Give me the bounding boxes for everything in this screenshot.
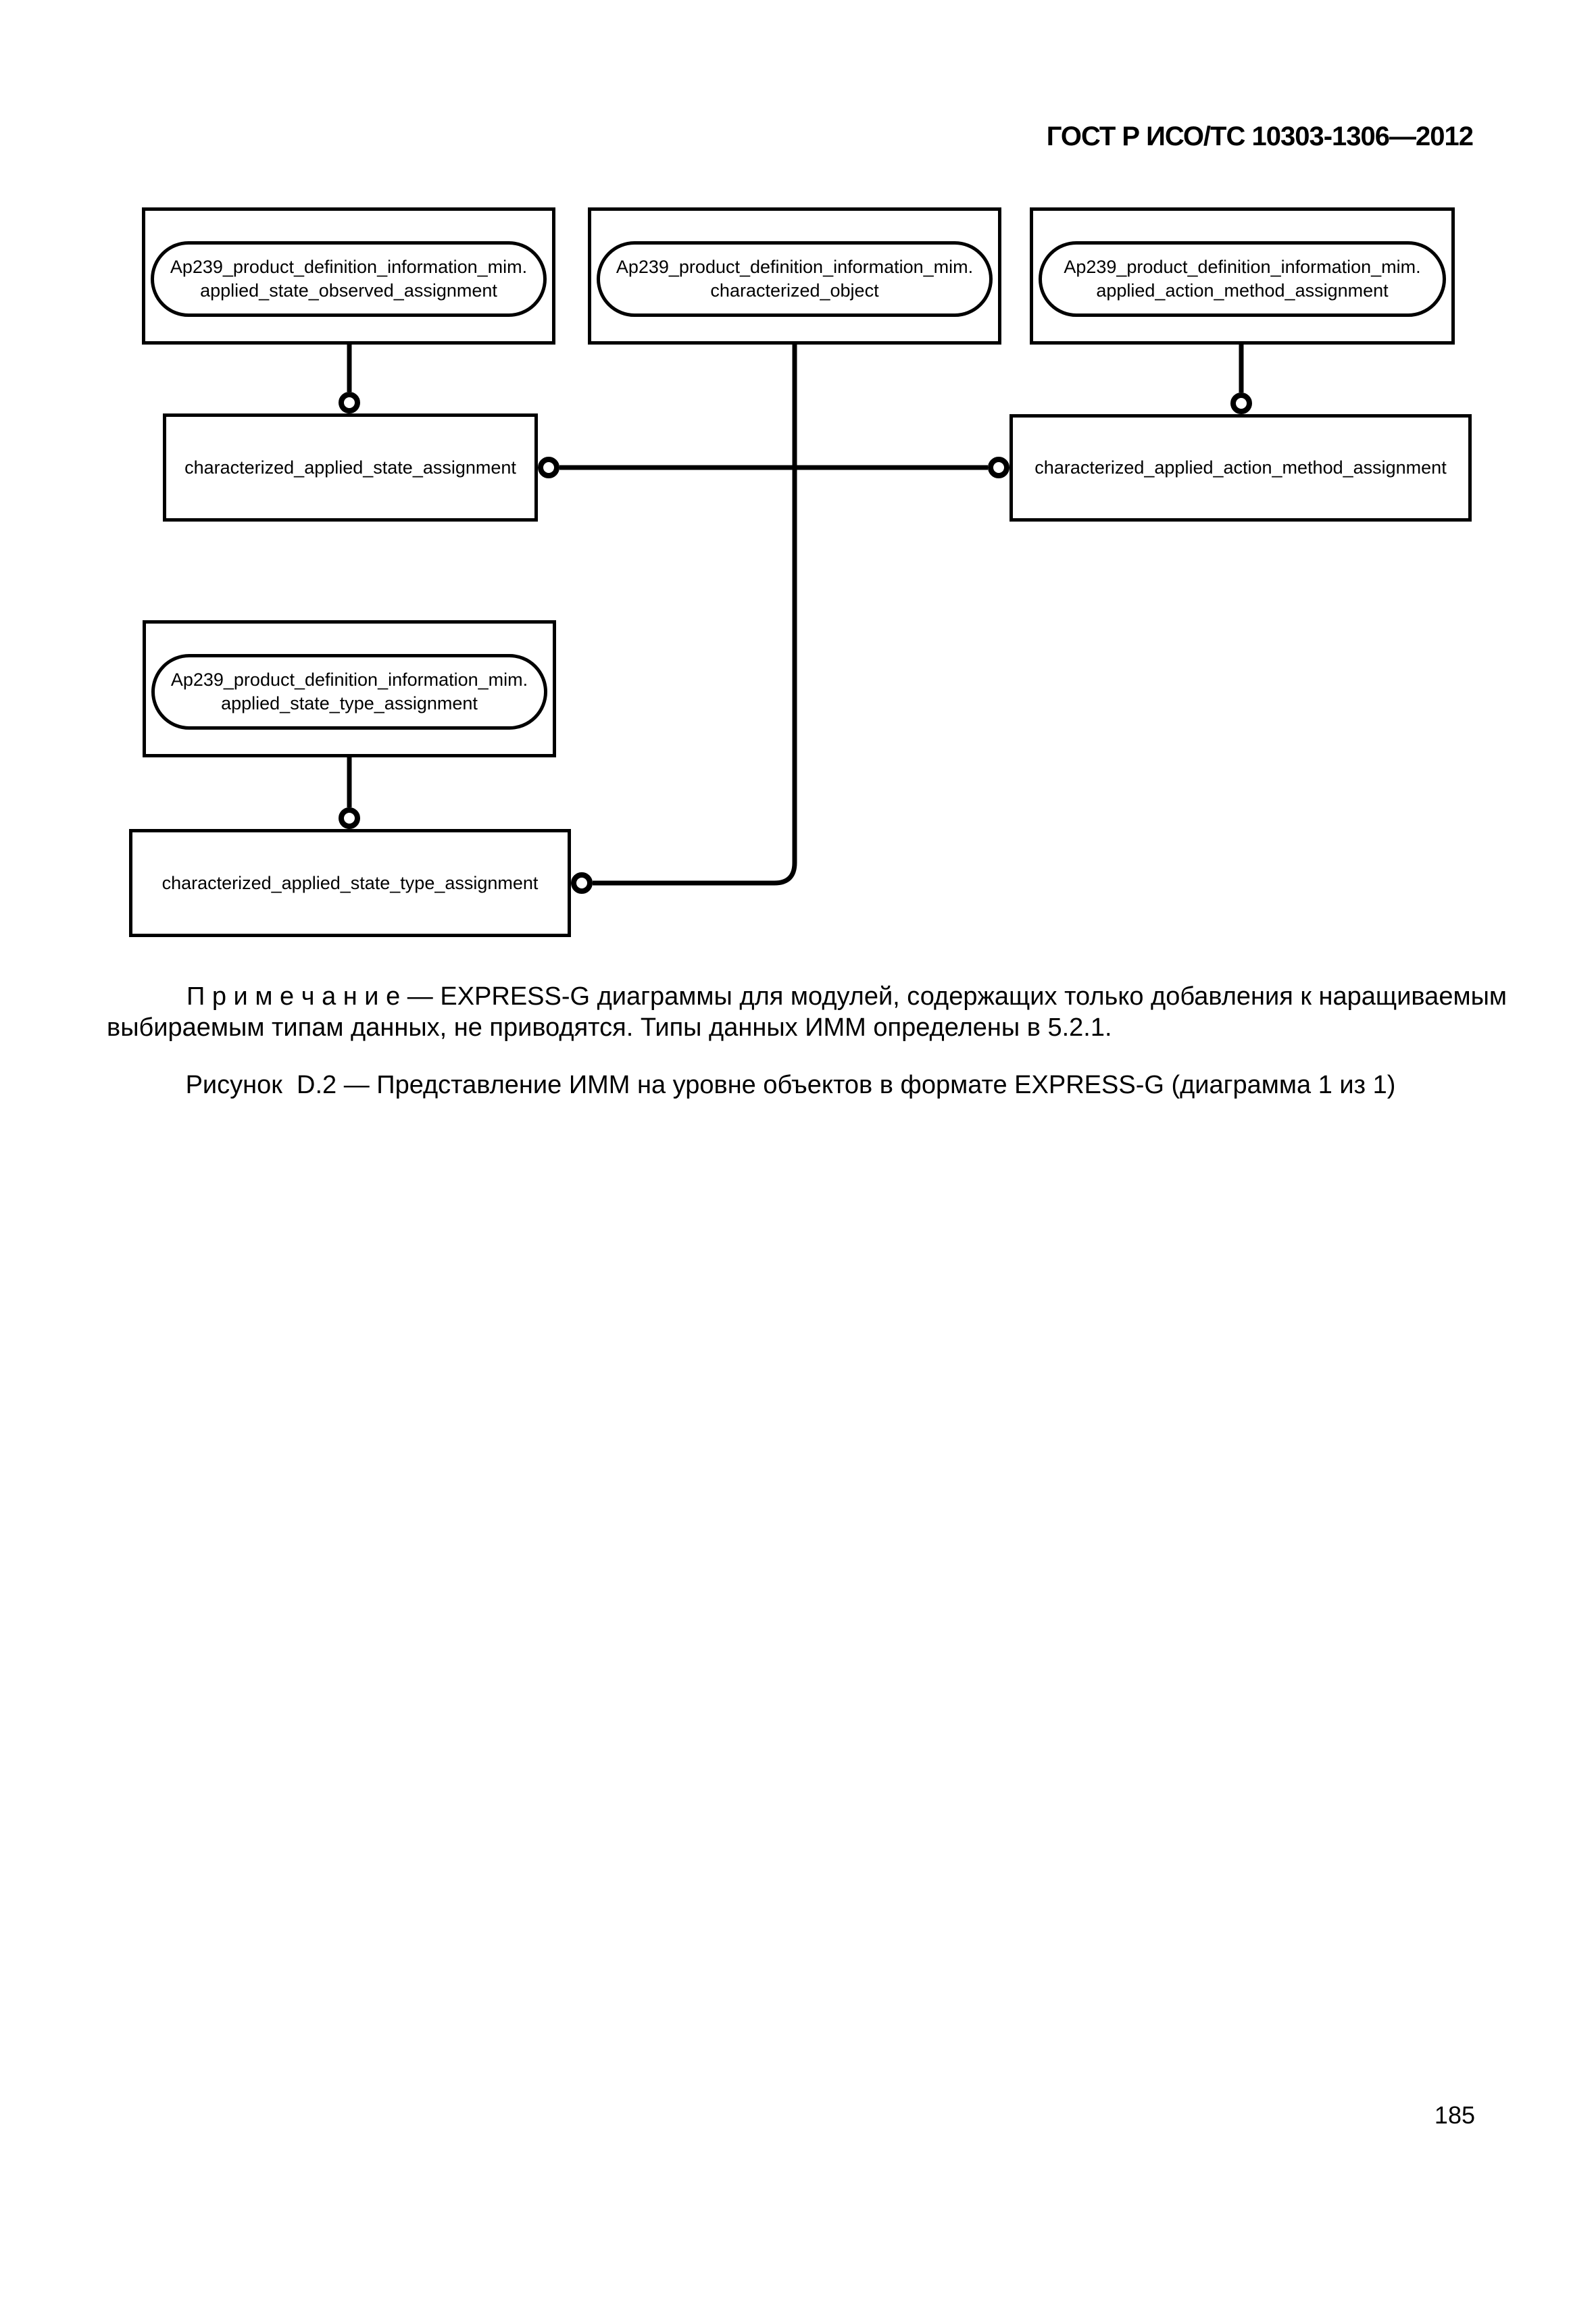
note-text-line2: выбираемым типам данных, не приводятся. … — [107, 1013, 1112, 1042]
open-circle-connector — [339, 392, 360, 413]
open-circle-connector — [1230, 393, 1252, 414]
diagram-connectors — [339, 345, 1252, 894]
open-circle-connector — [339, 807, 360, 829]
stadium-shape: Ap239_product_definition_information_mim… — [1039, 241, 1446, 317]
entity-label: characterized_applied_state_type_assignm… — [161, 872, 539, 893]
page-number: 185 — [1434, 2101, 1475, 2129]
schema-ref-box-characterized-object: Ap239_product_definition_information_mim… — [588, 207, 1001, 345]
stadium-shape: Ap239_product_definition_information_mim… — [151, 654, 547, 730]
open-circle-connector — [538, 457, 559, 478]
entity-label: characterized_applied_state_assignment — [184, 457, 516, 478]
entity-box-characterized-applied-state-assignment: characterized_applied_state_assignment — [163, 413, 538, 522]
stadium-shape: Ap239_product_definition_information_mim… — [597, 241, 993, 317]
stadium-label-line1: Ap239_product_definition_information_mim… — [170, 670, 528, 690]
open-circle-connector — [988, 457, 1009, 478]
stadium-shape: Ap239_product_definition_information_mim… — [151, 241, 547, 317]
stadium-label-line2: characterized_object — [710, 280, 879, 301]
entity-box-characterized-applied-action-method-assignment: characterized_applied_action_method_assi… — [1009, 414, 1472, 522]
stadium-label-line2: applied_state_type_assignment — [221, 693, 478, 713]
schema-ref-box-applied-state-observed-assignment: Ap239_product_definition_information_mim… — [142, 207, 555, 345]
relationship-line-center-vertical — [593, 345, 797, 886]
running-header: ГОСТ Р ИСО/ТС 10303-1306—2012 — [1046, 122, 1474, 151]
schema-ref-box-applied-action-method-assignment: Ap239_product_definition_information_mim… — [1030, 207, 1455, 345]
entity-box-characterized-applied-state-type-assignment: characterized_applied_state_type_assignm… — [129, 829, 571, 937]
stadium-label-line2: applied_state_observed_assignment — [200, 280, 497, 301]
schema-ref-box-applied-state-type-assignment: Ap239_product_definition_information_mim… — [143, 620, 556, 757]
stadium-label-line1: Ap239_product_definition_information_mim… — [1064, 257, 1421, 277]
figure-caption: Рисунок D.2 — Представление ИММ на уровн… — [185, 1071, 1396, 1099]
stadium-label-line1: Ap239_product_definition_information_mim… — [616, 257, 974, 277]
stadium-label-line1: Ap239_product_definition_information_mim… — [170, 257, 528, 277]
entity-label: characterized_applied_action_method_assi… — [1034, 457, 1447, 478]
stadium-label-line2: applied_action_method_assignment — [1096, 280, 1389, 301]
open-circle-connector — [571, 872, 593, 894]
note-text-line1: П р и м е ч а н и е — EXPRESS-G диаграмм… — [186, 982, 1507, 1011]
